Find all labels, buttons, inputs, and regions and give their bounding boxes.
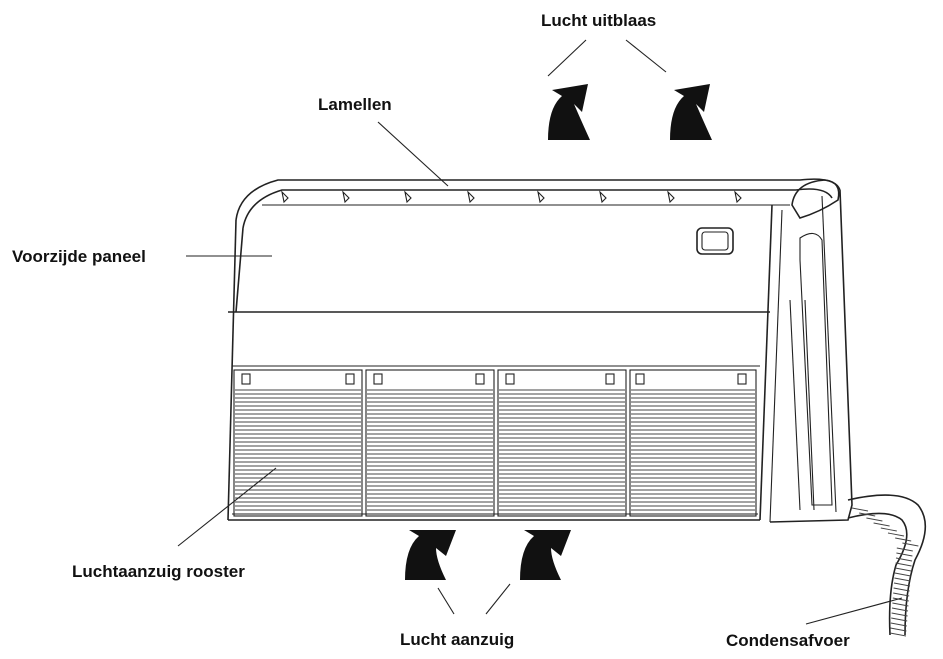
- hose-ring: [895, 562, 912, 567]
- display-window: [696, 227, 734, 255]
- hose-ring: [902, 542, 919, 547]
- louvres: [281, 190, 742, 204]
- hose-ring: [873, 522, 890, 527]
- label-louvres: Lamellen: [318, 95, 392, 114]
- hose-ring: [891, 607, 909, 612]
- hose-ring: [893, 587, 910, 592]
- hose-ring: [893, 582, 911, 587]
- hose-ring: [891, 612, 908, 617]
- hose-ring: [887, 532, 905, 537]
- leader-lines: [177, 39, 903, 625]
- hose-ring: [890, 622, 907, 627]
- curved-arrow-icon: [548, 84, 590, 140]
- label-outlet: Lucht uitblaas: [541, 11, 656, 30]
- hose-ring: [892, 602, 909, 607]
- hose-ring: [896, 552, 913, 557]
- hose-ring: [895, 557, 913, 562]
- hose-ring: [895, 537, 912, 542]
- hose-ring: [894, 577, 911, 582]
- hose-ring: [889, 632, 907, 637]
- hose-ring: [894, 572, 911, 577]
- hose-ring: [895, 567, 912, 572]
- airflow-arrows: [405, 84, 712, 580]
- curved-arrow-icon: [670, 84, 712, 140]
- hose-ring: [891, 617, 908, 622]
- hose-ring: [896, 547, 913, 552]
- hose-ring: [893, 592, 910, 597]
- hose-ring: [880, 527, 897, 532]
- hose-ring: [892, 597, 909, 602]
- label-intake: Lucht aanzuig: [400, 630, 514, 649]
- label-front-panel: Voorzijde paneel: [12, 247, 146, 266]
- intake-grille: [233, 369, 757, 517]
- condensate-drain-hose: [847, 494, 927, 637]
- ac-unit-body: [227, 178, 853, 523]
- hose-ring: [859, 512, 876, 517]
- hose-ring: [866, 517, 883, 522]
- label-drain: Condensafvoer: [726, 631, 850, 650]
- label-intake-grille: Luchtaanzuig rooster: [72, 562, 245, 581]
- curved-arrow-icon: [520, 530, 571, 580]
- hose-ring: [890, 627, 907, 632]
- curved-arrow-icon: [405, 530, 456, 580]
- hose-ring: [851, 507, 869, 512]
